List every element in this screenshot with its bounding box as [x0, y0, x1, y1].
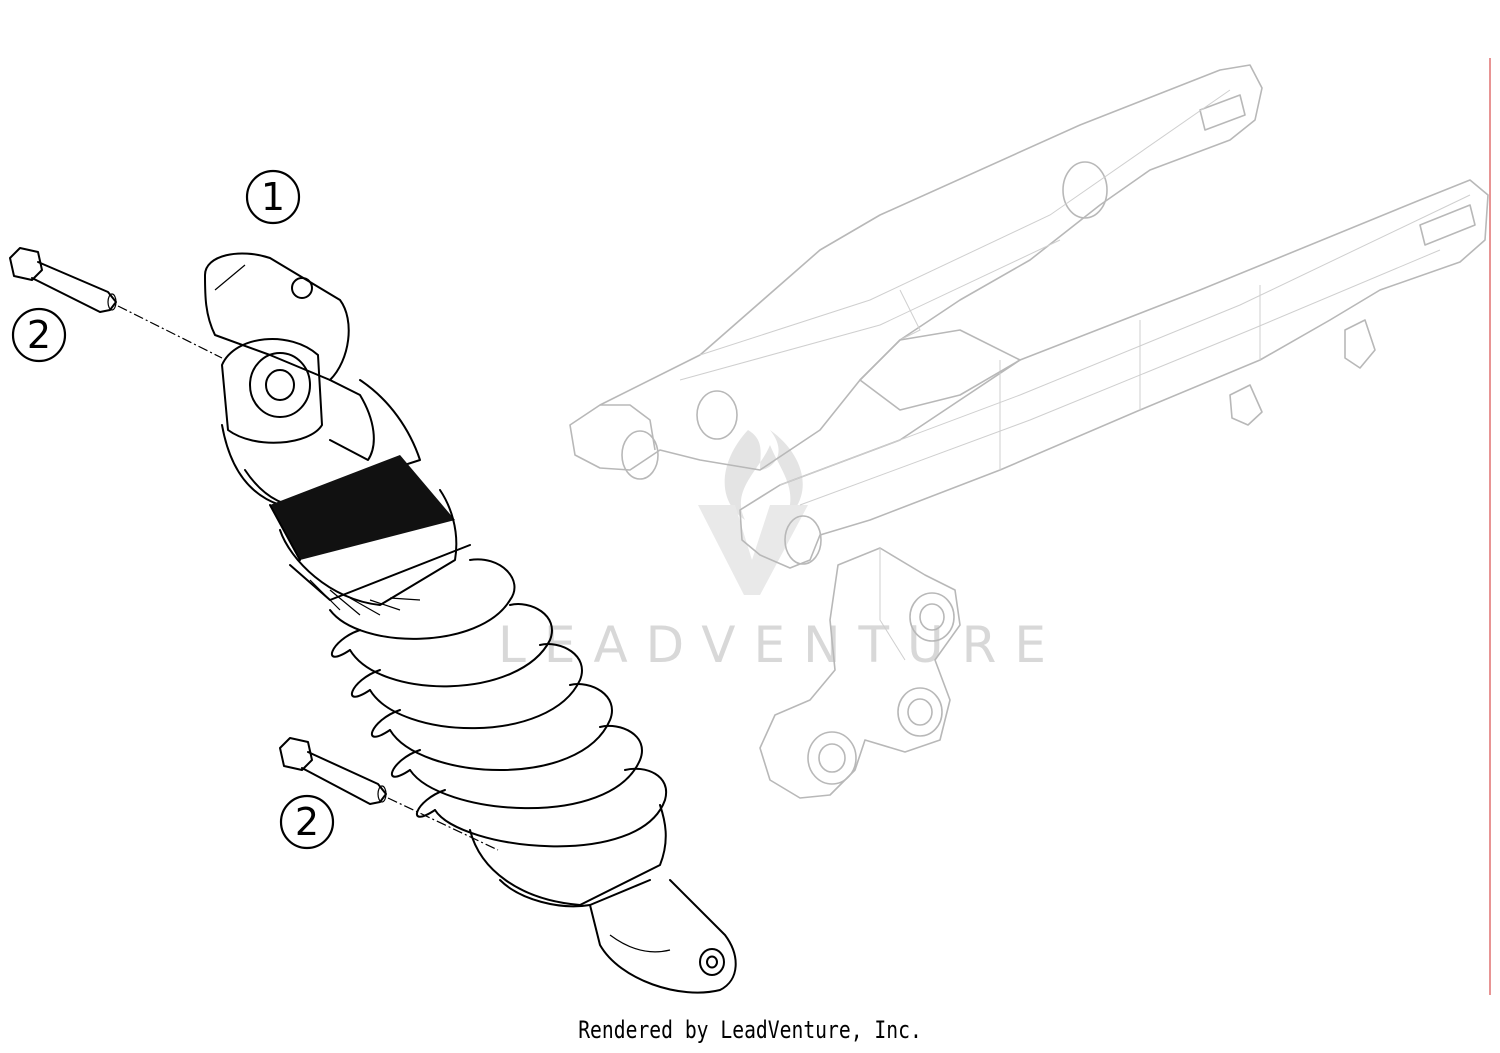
watermark: LEADVENTURE	[498, 430, 1064, 674]
render-credit: Rendered by LeadVenture, Inc.	[578, 1016, 922, 1044]
leader-line-bottom	[387, 797, 499, 851]
callout-label-2-top: 2	[27, 313, 51, 357]
callout-1: 1	[245, 169, 301, 225]
linkage-link	[759, 547, 961, 799]
shock-absorber	[204, 252, 737, 994]
callout-2-bottom: 2	[279, 794, 335, 850]
watermark-text: LEADVENTURE	[498, 616, 1064, 674]
swingarm	[569, 64, 1489, 569]
leader-line-top	[117, 305, 223, 359]
screw-bottom	[279, 737, 387, 805]
screw-top	[9, 247, 117, 313]
callout-2-top: 2	[11, 307, 67, 363]
callout-label-1: 1	[261, 175, 285, 219]
callout-label-2-bottom: 2	[295, 800, 319, 844]
